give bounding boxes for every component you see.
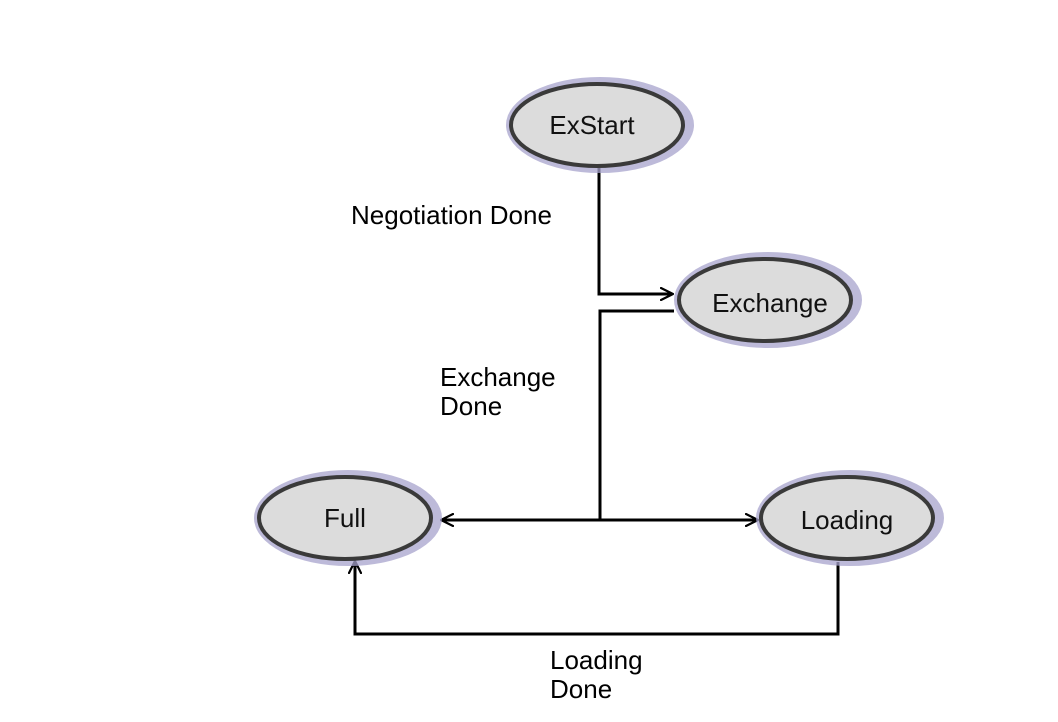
state-full: Full	[254, 470, 442, 566]
state-exchange-label: Exchange	[712, 288, 828, 318]
state-exchange: Exchange	[674, 252, 862, 348]
label-negotiation-done: Negotiation Done	[351, 200, 552, 230]
state-exstart-label: ExStart	[549, 110, 635, 140]
edge-loading-to-full	[355, 562, 840, 636]
state-loading: Loading	[756, 470, 944, 566]
state-exstart: ExStart	[506, 77, 694, 173]
label-loading-done: Loading Done	[550, 645, 650, 704]
state-loading-label: Loading	[801, 505, 894, 535]
edge-exstart-to-exchange	[597, 168, 672, 294]
label-exchange-done: Exchange Done	[440, 362, 563, 421]
edge-exchange-to-split	[598, 309, 674, 520]
state-full-label: Full	[324, 503, 366, 533]
edges	[355, 168, 840, 636]
